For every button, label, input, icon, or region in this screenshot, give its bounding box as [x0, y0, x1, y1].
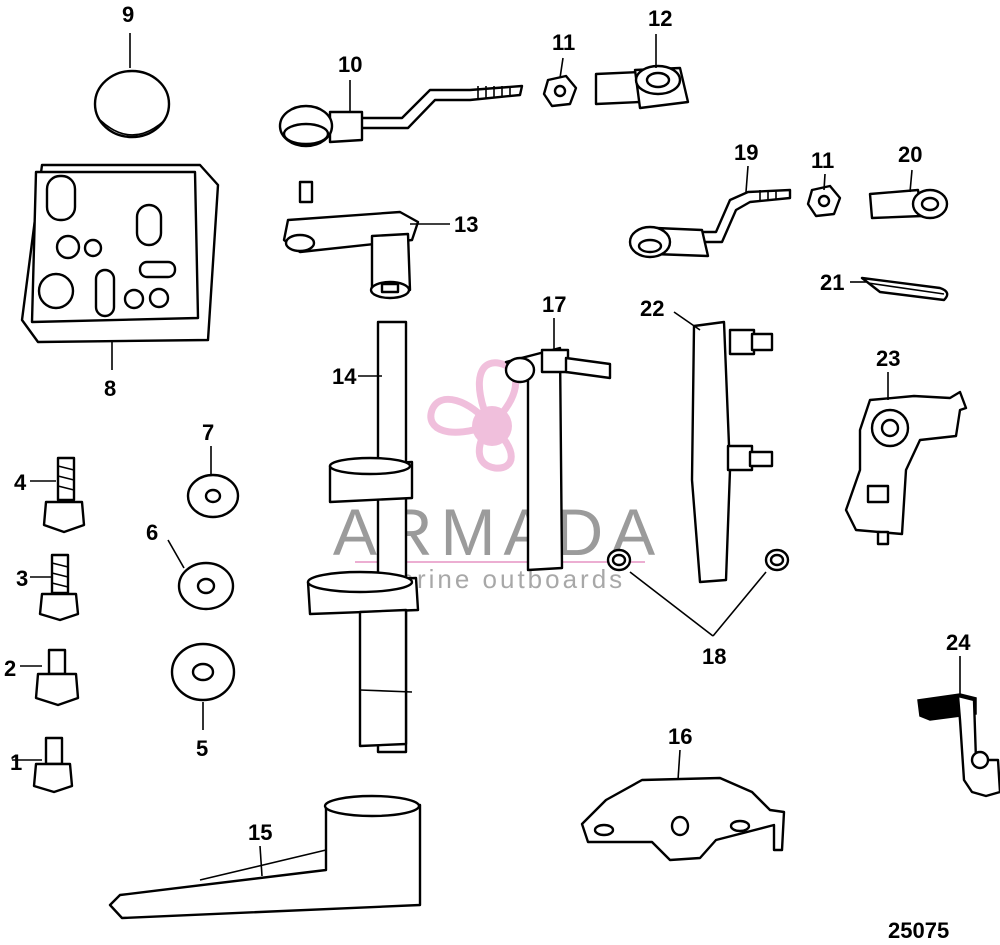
part-23-detent-bracket	[844, 390, 968, 546]
part-6-washer	[177, 561, 235, 611]
callout-4: 4	[14, 470, 27, 495]
figure-number: 25075	[888, 918, 949, 943]
callout-7: 7	[202, 420, 214, 445]
callout-1: 1	[10, 750, 22, 775]
callout-5: 5	[196, 736, 208, 761]
part-9-cap	[93, 69, 171, 139]
callout-14: 14	[332, 364, 357, 389]
callout-23: 23	[876, 346, 900, 371]
part-2-bolt	[34, 648, 80, 707]
part-11-nut-b	[806, 184, 842, 218]
part-7-washer	[186, 473, 240, 519]
callout-16: 16	[668, 724, 692, 749]
callout-11-a: 11	[552, 30, 575, 55]
part-13-lever-arm	[282, 180, 420, 300]
callout-17: 17	[542, 292, 566, 317]
callout-20: 20	[898, 142, 922, 167]
callout-2: 2	[4, 656, 16, 681]
part-16-cover-plate	[580, 776, 786, 862]
part-21-cotter-pin	[860, 276, 949, 302]
part-3-bolt	[38, 553, 80, 622]
part-22-shift-lever	[690, 320, 774, 584]
callout-24: 24	[946, 630, 971, 655]
part-24-clip	[917, 693, 1000, 798]
callout-9: 9	[122, 2, 134, 27]
callout-22: 22	[640, 296, 664, 321]
callout-labels: 1 2 3 4 5 6 7 8 9 10 11 11 12 13 14 15 1…	[4, 2, 971, 845]
part-5-washer	[170, 642, 236, 702]
part-8-grommet-plate	[20, 163, 220, 344]
part-17-shift-arm	[504, 346, 612, 572]
part-4-bolt	[42, 456, 86, 534]
callout-21: 21	[820, 270, 844, 295]
callout-19: 19	[734, 140, 758, 165]
part-11-nut-a	[542, 74, 578, 108]
part-15-bracket	[108, 794, 422, 920]
callout-6: 6	[146, 520, 158, 545]
callout-18: 18	[702, 644, 726, 669]
callout-3: 3	[16, 566, 28, 591]
callout-10: 10	[338, 52, 362, 77]
part-18-o-rings	[606, 548, 790, 572]
part-12-socket	[594, 64, 690, 110]
callout-12: 12	[648, 6, 672, 31]
callout-11-b: 11	[811, 148, 834, 173]
logo-hub	[472, 406, 512, 446]
part-10-link-rod	[278, 84, 524, 148]
watermark-logo	[427, 359, 520, 472]
part-19-link-rod	[628, 188, 792, 259]
part-14-shaft	[306, 320, 420, 754]
part-20-socket	[868, 188, 949, 220]
part-1-bolt	[32, 736, 74, 794]
callout-13: 13	[454, 212, 478, 237]
leader-lines	[12, 33, 961, 877]
callout-8: 8	[104, 376, 116, 401]
callout-15: 15	[248, 820, 272, 845]
